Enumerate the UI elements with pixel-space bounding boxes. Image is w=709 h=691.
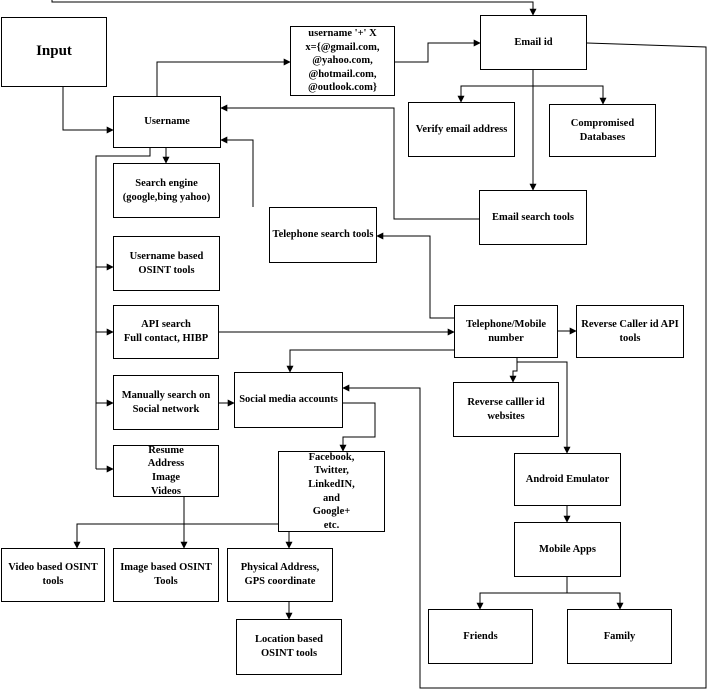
edge-telephone-reverse-web bbox=[509, 358, 518, 383]
family-node: Family bbox=[567, 609, 672, 664]
manual-search-node: Manually search on Social network bbox=[113, 375, 219, 430]
resume-node: Resume Address Image Videos bbox=[113, 445, 219, 497]
edge-email-search-username bbox=[220, 104, 479, 220]
search-engine-node: Search engine (google,bing yahoo) bbox=[113, 163, 220, 218]
edge-email-id-compromised bbox=[533, 85, 607, 105]
location-osint-node: Location based OSINT tools bbox=[236, 619, 342, 675]
edge-resume-bus bbox=[73, 497, 185, 549]
reverse-caller-api-node: Reverse Caller id API tools bbox=[576, 305, 684, 358]
email-id-node: Email id bbox=[480, 15, 587, 70]
platforms-node: Facebook, Twitter, LinkedIN, and Google+… bbox=[278, 451, 385, 532]
edge-input-username bbox=[62, 87, 114, 134]
edge-email-id-verify bbox=[457, 70, 534, 103]
compromised-db-node: Compromised Databases bbox=[549, 104, 656, 157]
edge-telephone-android bbox=[517, 361, 571, 454]
edge-social-media-platforms bbox=[339, 402, 376, 452]
physical-address-node: Physical Address, GPS coordinate bbox=[227, 548, 333, 602]
telephone-node: Telephone/Mobile number bbox=[454, 305, 558, 358]
email-search-node: Email search tools bbox=[479, 190, 587, 245]
edge-mobile-apps-family bbox=[567, 592, 624, 610]
edge-email-id-social-media bbox=[342, 42, 707, 689]
email-pattern-node: username '+' X x={@gmail.com, @yahoo.com… bbox=[290, 26, 395, 96]
edge-username-email-pattern bbox=[156, 58, 291, 96]
image-osint-node: Image based OSINT Tools bbox=[113, 548, 219, 602]
edge-telephone-telephone-search bbox=[376, 232, 454, 319]
edge-email-pattern-email-id bbox=[395, 39, 481, 63]
social-media-node: Social media accounts bbox=[234, 372, 343, 428]
reverse-caller-web-node: Reverse calller id websites bbox=[453, 382, 559, 437]
api-search-node: API search Full contact, HIBP bbox=[113, 305, 219, 359]
edge-telephone-social-media bbox=[286, 349, 454, 373]
edge-resume-physical bbox=[184, 523, 293, 549]
edge-input-email-id bbox=[51, 0, 537, 16]
friends-node: Friends bbox=[428, 609, 533, 664]
username-osint-node: Username based OSINT tools bbox=[113, 236, 220, 291]
verify-email-node: Verify email address bbox=[408, 102, 515, 157]
telephone-search-node: Telephone search tools bbox=[269, 207, 377, 263]
edge-telephone-search-username bbox=[220, 136, 254, 207]
edge-mobile-apps-friends bbox=[476, 577, 568, 610]
username-node: Username bbox=[113, 96, 221, 148]
android-emulator-node: Android Emulator bbox=[514, 453, 621, 506]
edge-username-bus bbox=[95, 148, 151, 469]
mobile-apps-node: Mobile Apps bbox=[514, 522, 621, 577]
input-node: Input bbox=[1, 17, 107, 87]
video-osint-node: Video based OSINT tools bbox=[1, 548, 105, 602]
